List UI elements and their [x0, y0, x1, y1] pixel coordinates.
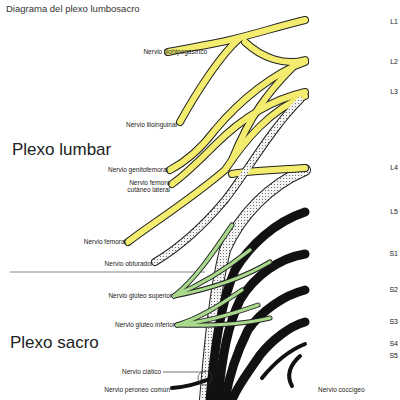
root-label: L5 [374, 208, 398, 216]
gluteal-nerve [174, 262, 270, 296]
lumbar-outline-path [245, 42, 305, 62]
nerve-label: Nervio glúteo superior [72, 292, 172, 299]
root-label: S5 [374, 352, 398, 360]
nerve-label: Nervio ilioinguinal [87, 121, 177, 128]
small-sacral-nerves [172, 344, 305, 388]
sacral-root [218, 254, 305, 400]
root-label: S4 [374, 340, 398, 348]
sacral-root [232, 322, 305, 400]
gluteal-nerve [174, 225, 232, 296]
divider-line [10, 272, 205, 273]
nerve-label: Nervio obturador [63, 260, 153, 267]
peroneal-branch [172, 378, 212, 388]
gluteal-nerve [177, 318, 270, 325]
region-heading: Plexo sacro [10, 333, 140, 353]
diagram-title: Diagrama del plexo lumbosacro [6, 3, 140, 14]
nerve-label: Nervio peroneo común [70, 386, 170, 393]
coccygeal-root [289, 356, 300, 386]
nerve-label: Nervio coccígeo [318, 386, 398, 393]
root-label: S2 [374, 286, 398, 294]
root-label: L3 [374, 88, 398, 96]
region-heading: Plexo lumbar [12, 140, 142, 160]
lumbar-outline [128, 20, 305, 262]
lumbar-nerve [168, 20, 305, 52]
root-label: L2 [374, 58, 398, 66]
root-label: L1 [374, 18, 398, 26]
leader-lines [163, 371, 212, 385]
nerve-label: Nervio iliohipogástrico [117, 48, 207, 55]
nerve-label: Nervio femoral [36, 238, 126, 245]
nerve-label: Nervio genitofemoral [78, 166, 168, 173]
nerve-ring [198, 371, 212, 385]
lumbar-outline-path [168, 20, 305, 52]
lumbar-nerve [245, 42, 305, 62]
nerve-label: Nervio femoro cutáneo lateral [118, 179, 170, 194]
nerve-label: Nervio ciático [71, 368, 161, 375]
root-label: S1 [374, 250, 398, 258]
leader-line [163, 372, 206, 373]
gluteal-nerve [174, 250, 250, 296]
root-label: L4 [374, 164, 398, 172]
sacral-root [262, 344, 305, 378]
sacral-root [225, 290, 305, 400]
root-label: S3 [374, 318, 398, 326]
nerve-label: Nervio glúteo inferior [75, 321, 175, 328]
